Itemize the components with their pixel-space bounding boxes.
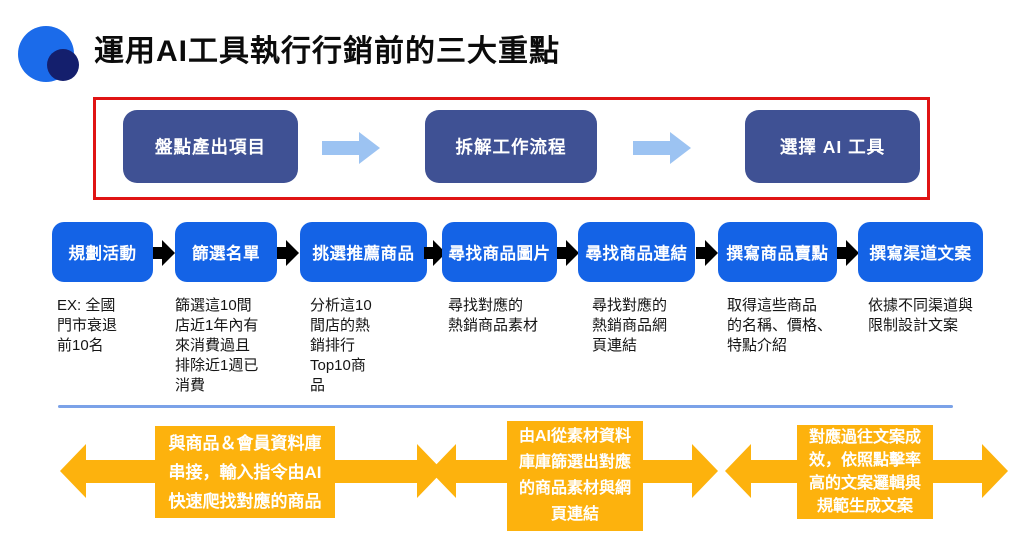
- arrow-right-icon: [692, 444, 718, 498]
- top-step-decompose-workflow: 拆解工作流程: [425, 110, 597, 183]
- arrow-right-icon: [696, 240, 718, 266]
- key-points-frame: [93, 97, 930, 200]
- arrow-left-icon: [430, 444, 456, 498]
- flow-step-filter-list: 篩選名單: [175, 222, 277, 282]
- arrow-right-icon: [557, 240, 579, 266]
- arrow-right-icon: [153, 240, 175, 266]
- flow-step-find-product-images: 尋找商品圖片: [442, 222, 557, 282]
- flow-step-write-selling-points: 撰寫商品賣點: [718, 222, 837, 282]
- arrow-right-icon: [633, 132, 691, 164]
- step-description: 篩選這10間 店近1年內有 來消費過且 排除近1週已 消費: [175, 297, 259, 394]
- step-description: 分析這10 間店的熱 銷排行 Top10商 品: [310, 297, 372, 394]
- top-step-choose-ai-tool: 選擇 AI 工具: [745, 110, 920, 183]
- arrow-left-icon: [60, 444, 86, 498]
- arrow-left-icon: [725, 444, 751, 498]
- top-step-inventory-outputs: 盤點產出項目: [123, 110, 298, 183]
- step-description: 取得這些商品 的名稱、價格、 特點介紹: [727, 297, 833, 354]
- bottom-note-database-crawl: 與商品＆會員資料庫 串接，輸入指令由AI 快速爬找對應的商品: [155, 426, 335, 518]
- divider-line: [58, 405, 953, 408]
- flow-step-plan-campaign: 規劃活動: [52, 222, 153, 282]
- step-description: 依據不同渠道與 限制設計文案: [868, 297, 974, 334]
- step-description: 尋找對應的 熱銷商品素材: [448, 297, 539, 334]
- logo-dot-icon: [47, 49, 79, 81]
- step-description: EX: 全國 門市衰退 前10名: [57, 297, 118, 354]
- flow-step-find-product-links: 尋找商品連結: [578, 222, 695, 282]
- flow-step-pick-products: 挑選推薦商品: [300, 222, 427, 282]
- arrow-right-icon: [277, 240, 299, 266]
- arrow-right-icon: [982, 444, 1008, 498]
- page-title: 運用AI工具執行行銷前的三大重點: [94, 35, 560, 68]
- arrow-right-icon: [837, 240, 859, 266]
- step-description: 尋找對應的 熱銷商品網 頁連結: [592, 297, 668, 354]
- arrow-right-icon: [322, 132, 380, 164]
- bottom-note-copy-generation: 對應過往文案成 效，依照點擊率 高的文案邏輯與 規範生成文案: [797, 425, 933, 519]
- flow-step-write-channel-copy: 撰寫渠道文案: [858, 222, 983, 282]
- bottom-note-asset-selection: 由AI從素材資料 庫庫篩選出對應 的商品素材與網 頁連結: [507, 421, 643, 531]
